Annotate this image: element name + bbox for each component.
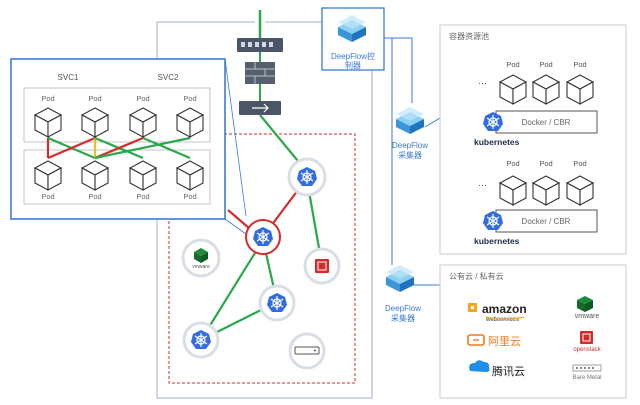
aws-main-text: amazon (482, 302, 527, 316)
cluster-zone (168, 133, 356, 384)
container-pool-title: 容器资源池 (449, 31, 489, 41)
pod-cube (499, 175, 527, 206)
controller-label-line2: 制器 (345, 60, 361, 70)
svc1-label: SVC1 (58, 73, 79, 82)
ellipsis: … (478, 178, 487, 188)
baremetal-logo: Bare Metal (572, 364, 602, 381)
openstack-logo: openstack (573, 331, 602, 353)
vmware-cloud-text: vmware (575, 313, 600, 320)
pod-label: Pod (41, 94, 54, 103)
pod-cube (566, 175, 594, 206)
pod-label: Pod (539, 60, 552, 69)
pod-label: Pod (573, 159, 586, 168)
ellipsis: … (478, 76, 487, 86)
aws-logo: amazon webservices (468, 302, 527, 323)
pod-cube (129, 107, 157, 138)
pod-label: Pod (183, 192, 196, 201)
collector-bottom-line2: 采集器 (391, 313, 415, 323)
baremetal-text: Bare Metal (572, 375, 601, 381)
tencent-logo: 腾讯云 (469, 360, 525, 378)
runtime-label: Docker / CBR (522, 217, 571, 226)
switch-icon (237, 38, 283, 52)
collector-bottom-icon (386, 265, 414, 292)
tencent-text: 腾讯云 (492, 364, 525, 378)
cloud-panel (439, 264, 627, 399)
pod-label: Pod (573, 60, 586, 69)
pod-cube (129, 160, 157, 191)
openstack-icon (315, 259, 329, 273)
runtime-label: Docker / CBR (522, 118, 571, 127)
pod-label: Pod (506, 159, 519, 168)
aliyun-logo: 阿里云 (467, 334, 521, 348)
aliyun-text: 阿里云 (488, 335, 521, 348)
vmware-cloud-logo: vmware (575, 296, 600, 320)
kubernetes-label: kubernetes (474, 236, 520, 246)
collector-top-line2: 采集器 (398, 150, 422, 160)
pod-label: Pod (539, 159, 552, 168)
kubernetes-label: kubernetes (474, 137, 520, 147)
pod-label: Pod (136, 192, 149, 201)
pod-cube (81, 107, 109, 138)
pod-label: Pod (506, 60, 519, 69)
pod-cube (34, 160, 62, 191)
router-icon (239, 101, 281, 115)
pod-cube (81, 160, 109, 191)
pod-label: Pod (88, 192, 101, 201)
server-icon (294, 346, 320, 355)
pod-cube (566, 74, 594, 105)
openstack-text: openstack (573, 347, 601, 353)
collector-top-icon (396, 107, 424, 134)
vmware-icon (194, 248, 208, 263)
pod-cube (34, 107, 62, 138)
pod-label: Pod (88, 94, 101, 103)
controller-label-line1: DeepFlow控 (331, 51, 375, 61)
svc-upper-group (23, 87, 211, 143)
svg-text:vmware: vmware (192, 264, 210, 270)
pod-cube (499, 74, 527, 105)
firewall-icon (245, 62, 275, 84)
pod-label: Pod (41, 192, 54, 201)
svc2-label: SVC2 (158, 73, 179, 82)
pod-label: Pod (136, 94, 149, 103)
pod-label: Pod (183, 94, 196, 103)
pod-cube (532, 74, 560, 105)
collector-bottom-line1: DeepFlow (385, 304, 421, 313)
pod-cube (176, 160, 204, 191)
collector-top-line1: DeepFlow (392, 141, 428, 150)
cloud-panel-title: 公有云 / 私有云 (449, 271, 504, 281)
pod-cube (176, 107, 204, 138)
pod-cube (532, 175, 560, 206)
